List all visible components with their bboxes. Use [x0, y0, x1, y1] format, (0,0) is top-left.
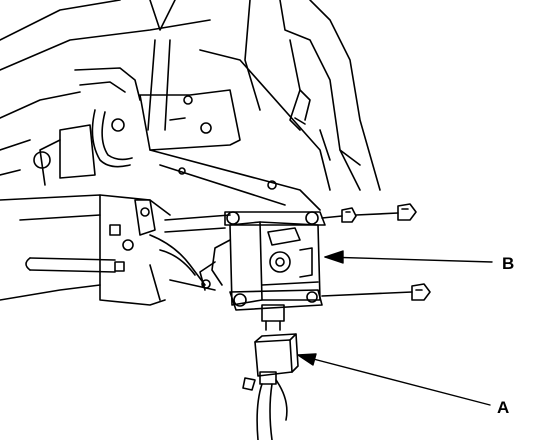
leader-b-arrowhead: [324, 250, 344, 264]
leader-b: [324, 256, 493, 263]
leader-a-arrowhead: [297, 353, 317, 366]
frame-structure: [0, 0, 381, 306]
electrical-connector: [242, 333, 299, 440]
callout-b: B: [502, 254, 515, 273]
bolts: [321, 203, 431, 301]
callout-a: A: [497, 398, 510, 417]
leader-a: [297, 354, 491, 406]
leader-lines: [297, 250, 493, 406]
actuator-assembly: [199, 211, 326, 331]
